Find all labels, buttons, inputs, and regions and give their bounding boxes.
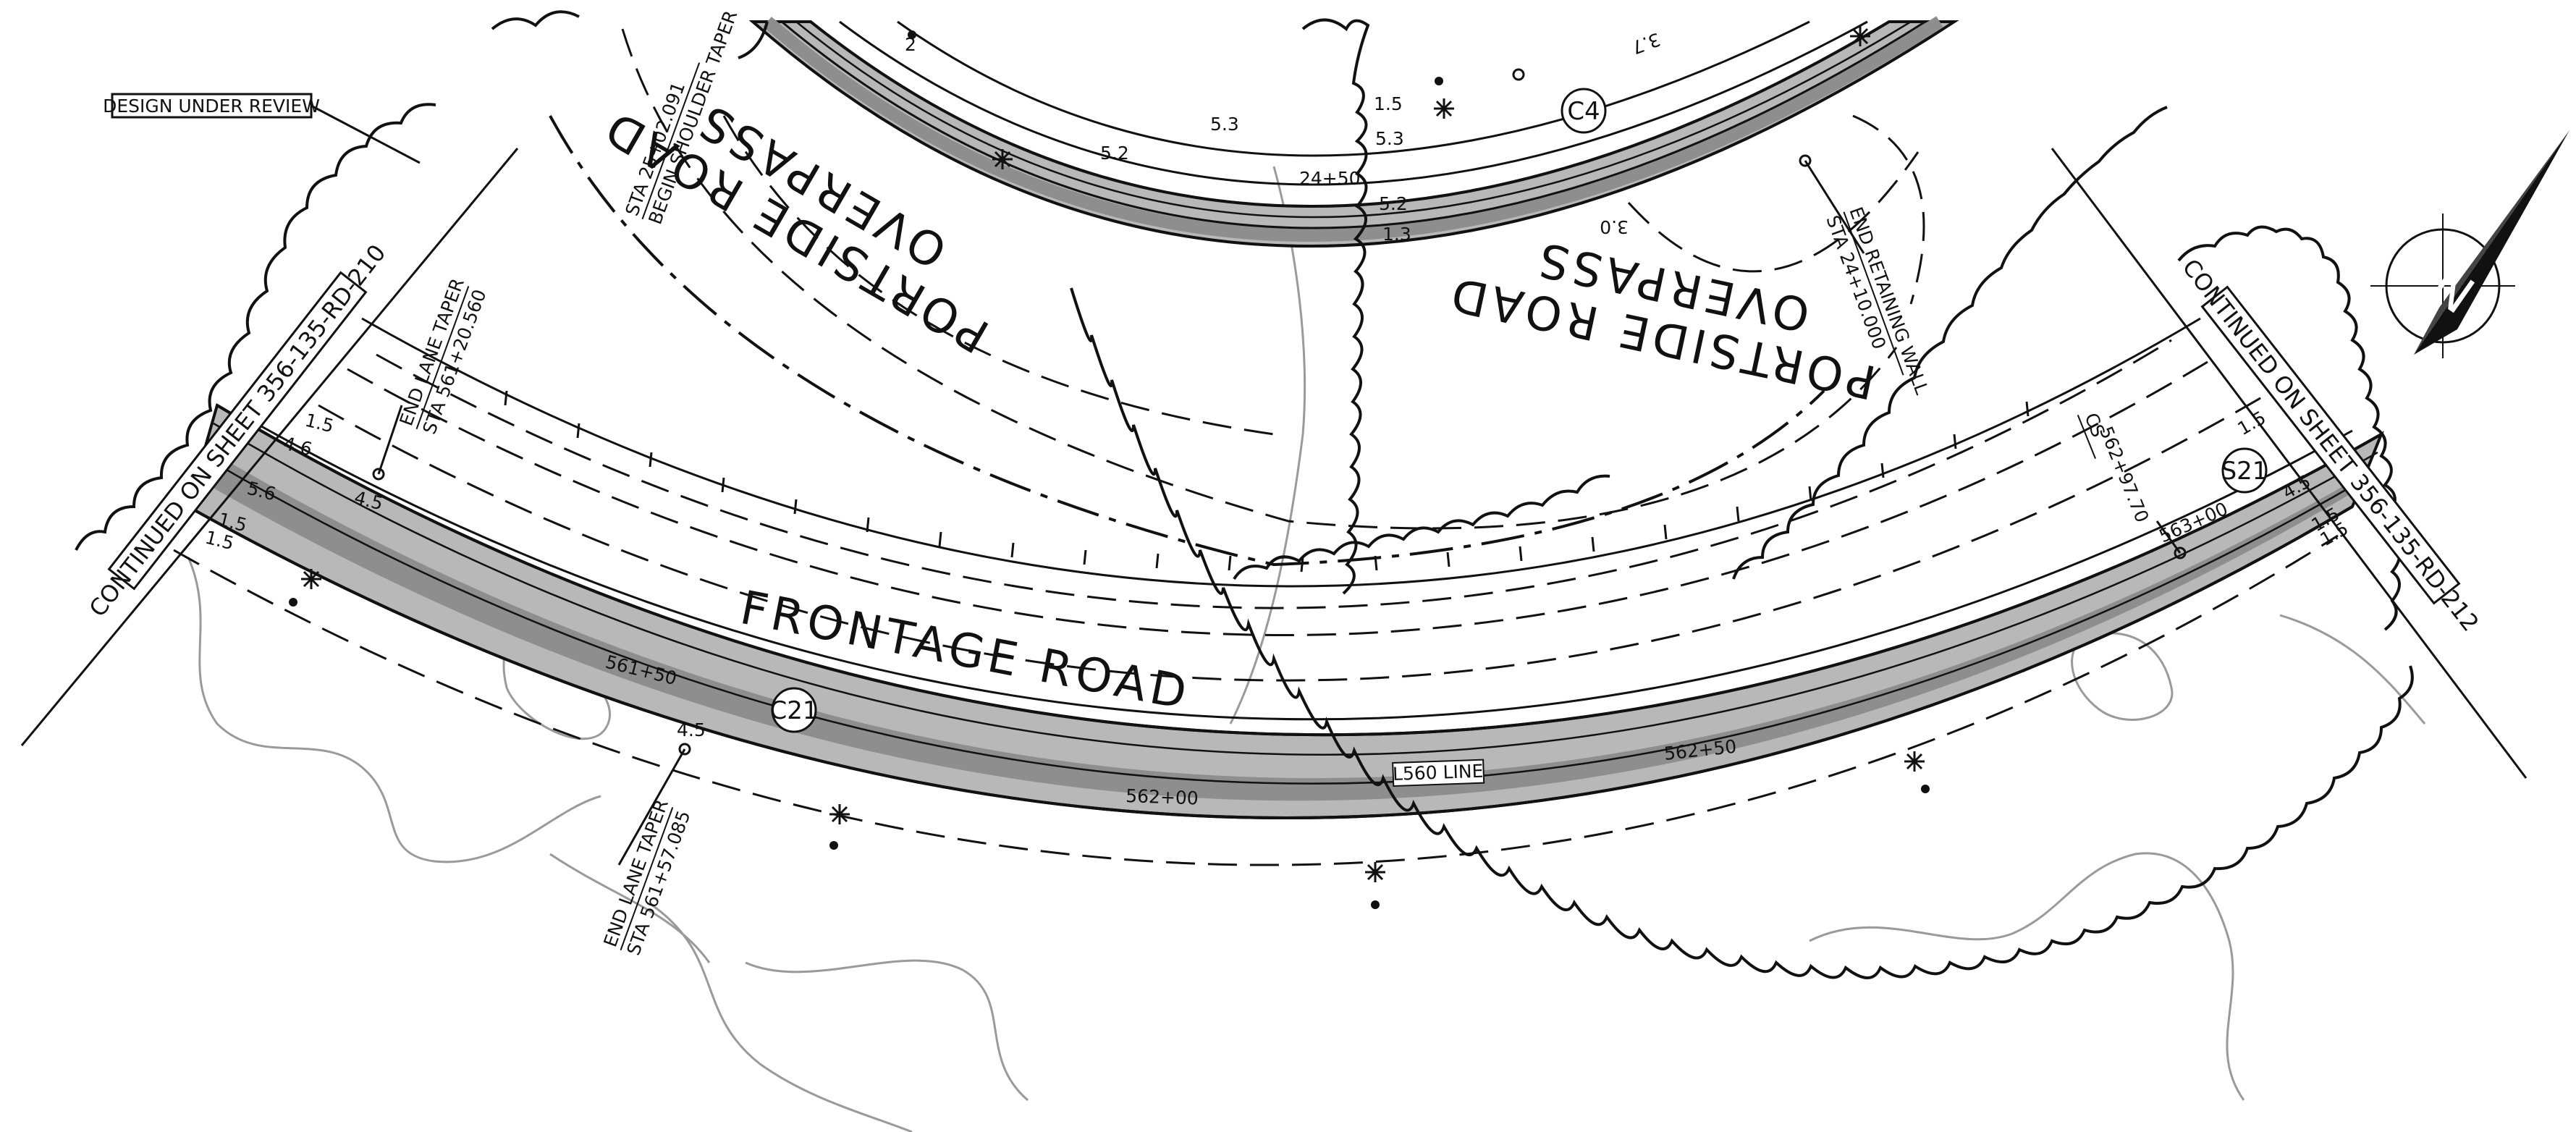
curve-tag-c4: C4	[1561, 88, 1607, 134]
north-arrow-icon: N	[2370, 130, 2569, 358]
frontage-road-pavement	[186, 402, 2384, 819]
station-562-00: 562+00	[1126, 785, 1199, 808]
width-1-3: 1.3	[1382, 224, 1411, 245]
frontage-curb-line	[361, 317, 2201, 588]
terrain-contours	[187, 166, 2426, 1132]
width-1-5-g: 1.5	[1374, 93, 1403, 114]
review-tag: DESIGN UNDER REVIEW	[103, 93, 421, 164]
curve-tag-c21: C21	[769, 687, 819, 733]
lane-taper-top-callout: END LANE TAPER STA 561+20.560	[395, 276, 490, 437]
alignment-label: L560 LINE	[1392, 759, 1485, 787]
light-pole-markers	[301, 26, 1925, 882]
overpass-centerline	[549, 115, 1825, 567]
width-3-0: 3.0	[1600, 216, 1629, 237]
overpass-dashed-edges	[621, 28, 1925, 530]
width-5-2-b: 5.2	[1379, 193, 1408, 214]
width-2: 2	[905, 34, 916, 55]
curve-tag-c4-text: C4	[1567, 97, 1600, 126]
revision-cloud	[75, 10, 2414, 979]
curve-tag-c21-text: C21	[769, 696, 818, 725]
width-1-5-d: 1.5	[2234, 407, 2270, 439]
station-24-50: 24+50	[1299, 168, 1361, 189]
overpass-label-right: PORTSIDE ROAD OVERPASS	[1443, 231, 1880, 408]
overpass-pavement	[748, 16, 1959, 248]
cs-station: 562+97.70	[2095, 423, 2153, 525]
cs-callout: CS 562+97.70	[2077, 410, 2153, 525]
width-3-7: 3.7	[1629, 28, 1663, 58]
curve-tag-s21: S21	[2221, 447, 2268, 494]
pole-dots	[289, 30, 1930, 909]
width-4-5-b: 4.5	[677, 719, 706, 740]
match-lines	[20, 148, 2528, 779]
curve-tag-s21-text: S21	[2221, 457, 2268, 486]
review-tag-text: DESIGN UNDER REVIEW	[103, 96, 320, 117]
width-5-3-a: 5.3	[1210, 114, 1239, 135]
width-5-3-b: 5.3	[1375, 128, 1404, 149]
frontage-dashed-edges	[173, 339, 2339, 866]
width-5-2-a: 5.2	[1100, 143, 1129, 164]
alignment-label-text: L560 LINE	[1393, 761, 1484, 785]
